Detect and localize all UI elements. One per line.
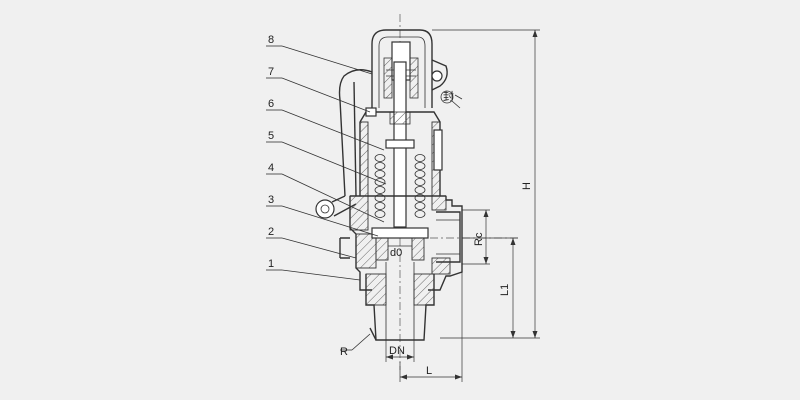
part-leaders: 8 7 6 5 4 3 2 1: [266, 34, 387, 281]
spring-coil: [414, 202, 426, 210]
part-number-label: 3: [268, 194, 274, 206]
dimension-arrowhead: [532, 331, 538, 338]
part-leader-line: [281, 269, 361, 281]
label-rc: Rc: [473, 232, 485, 246]
spring-coil: [374, 162, 386, 170]
part-leader-line: [281, 109, 385, 151]
label-r: R: [340, 346, 348, 358]
bonnet: [359, 107, 443, 197]
spring-coil: [414, 194, 426, 202]
svg-text:封: 封: [443, 89, 454, 103]
inlet-nozzle: [365, 262, 435, 341]
part-leader-line: [281, 205, 379, 237]
part-number-label: 8: [268, 34, 274, 46]
part-number-label: 5: [268, 130, 274, 142]
dimension-arrowhead: [532, 30, 538, 37]
spring-coil: [374, 154, 386, 162]
seal-detail: 封: [431, 59, 463, 109]
spring-coil: [374, 202, 386, 210]
dimension-arrowhead: [386, 354, 393, 360]
spring-coil: [414, 186, 426, 194]
part-leader-line: [281, 237, 357, 259]
spindle: [385, 61, 415, 228]
dimension-arrowhead: [483, 210, 489, 217]
spring-coil: [414, 170, 426, 178]
dimension-arrowhead: [407, 354, 414, 360]
dimension-arrowhead: [483, 257, 489, 264]
part-number-label: 6: [268, 98, 274, 110]
part-number-label: 4: [268, 162, 274, 174]
part-leader-line: [281, 45, 373, 75]
label-dn: DN: [389, 345, 405, 357]
part-number-label: 7: [268, 66, 274, 78]
part-leader-line: [281, 173, 385, 223]
part-leader-line: [281, 77, 371, 113]
label-l: L: [426, 365, 432, 377]
spring: [374, 154, 426, 218]
spring-coil: [374, 210, 386, 218]
spring-coil: [374, 170, 386, 178]
label-l1: L1: [499, 284, 511, 296]
spring-coil: [374, 178, 386, 186]
spring-coil: [414, 154, 426, 162]
dimension-arrowhead: [510, 238, 516, 245]
dimension-arrowhead: [455, 374, 462, 380]
dimension-labels: H L1 Rc d0 DN L R: [340, 182, 533, 377]
part-number-label: 2: [268, 226, 274, 238]
dimension-arrowhead: [400, 374, 407, 380]
dimension-lines: [340, 29, 540, 382]
spring-coil: [414, 210, 426, 218]
spring-coil: [374, 194, 386, 202]
label-d0: d0: [390, 247, 402, 259]
spring-coil: [414, 178, 426, 186]
label-h: H: [521, 182, 533, 190]
dimension-arrowhead: [510, 331, 516, 338]
part-leader-line: [281, 141, 387, 185]
disc-and-seat: [371, 227, 429, 261]
spring-coil: [414, 162, 426, 170]
part-number-label: 1: [268, 258, 274, 270]
valve-body: [339, 195, 463, 291]
spring-coil: [374, 186, 386, 194]
cap: [371, 29, 433, 108]
